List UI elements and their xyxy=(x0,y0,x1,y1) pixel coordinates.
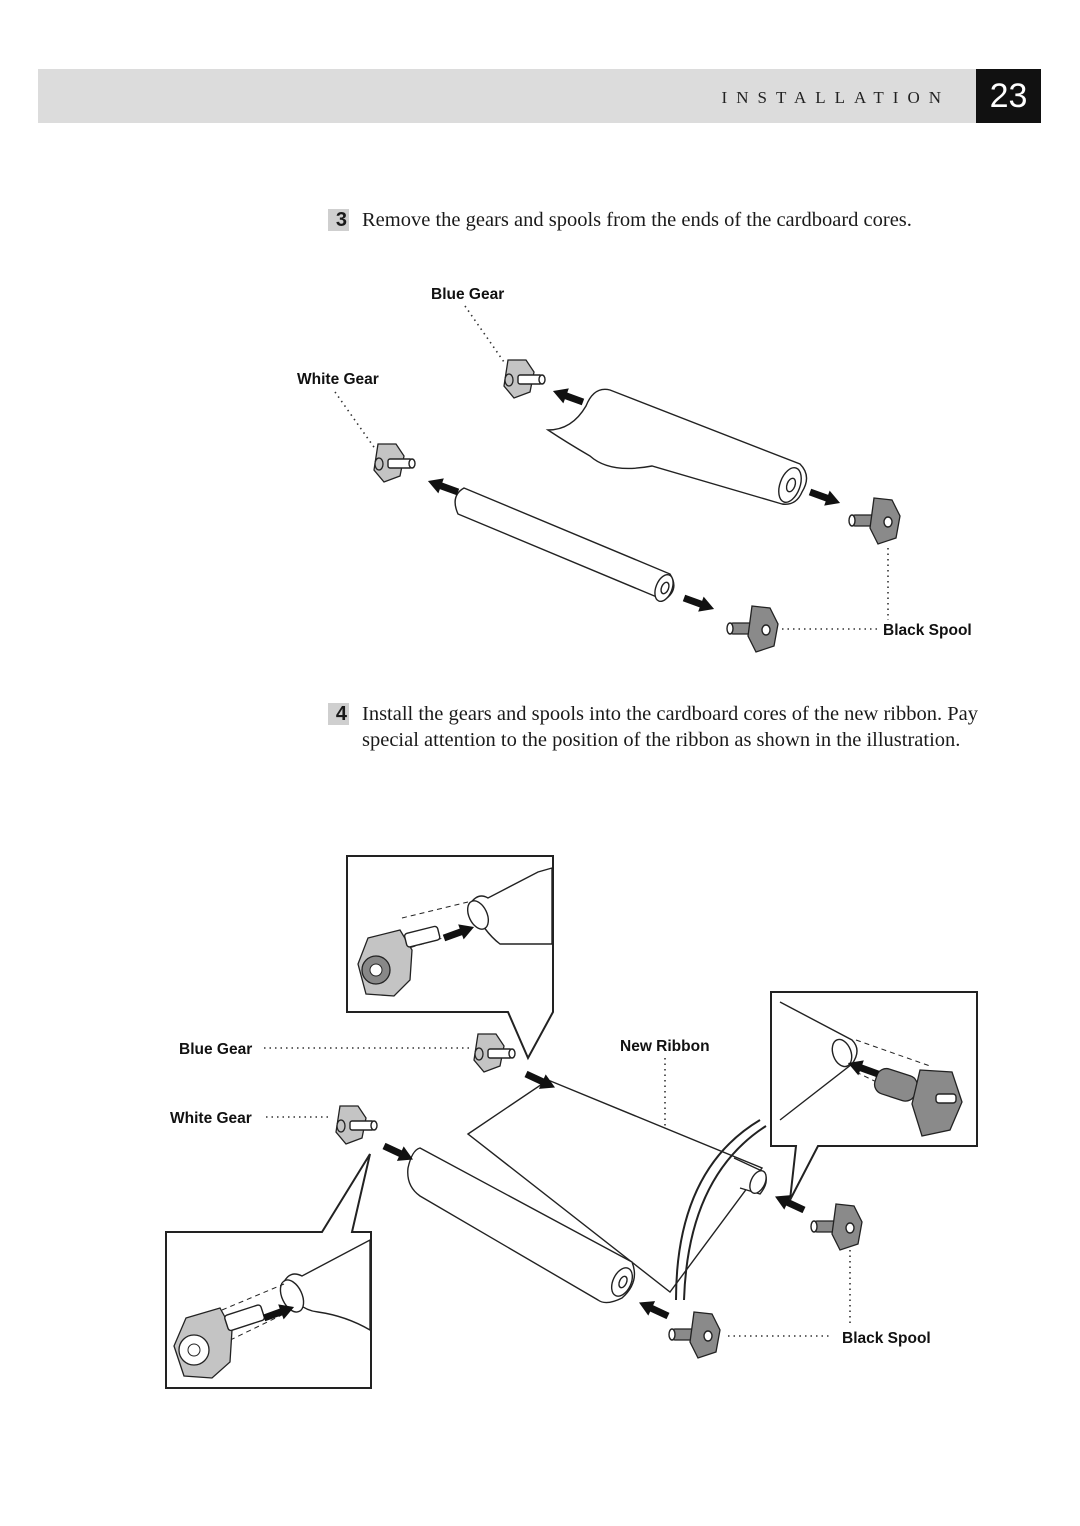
arrow-icon xyxy=(681,590,717,616)
black-spool-icon xyxy=(726,605,779,653)
callout-black-spool-detail xyxy=(770,991,978,1201)
arrow-icon xyxy=(807,484,843,510)
blue-gear-icon xyxy=(503,359,546,399)
step-number: 4 xyxy=(328,703,349,725)
figure-remove-gears: Blue Gear White Gear Black Spool xyxy=(297,286,972,653)
label-new-ribbon: New Ribbon xyxy=(620,1038,710,1055)
step-text: Remove the gears and spools from the end… xyxy=(362,209,912,231)
step-3: 3 Remove the gears and spools from the e… xyxy=(328,207,988,237)
label-black-spool: Black Spool xyxy=(842,1330,931,1347)
step-text: Install the gears and spools into the ca… xyxy=(362,703,978,751)
black-spool-icon xyxy=(848,497,901,545)
label-black-spool: Black Spool xyxy=(883,622,972,639)
callout-white-gear-detail xyxy=(165,1153,372,1389)
new-ribbon xyxy=(407,1079,767,1304)
label-blue-gear: Blue Gear xyxy=(431,286,504,303)
black-spool-icon xyxy=(810,1203,863,1251)
page-number: 23 xyxy=(976,69,1041,123)
label-blue-gear: Blue Gear xyxy=(179,1041,252,1058)
label-white-gear: White Gear xyxy=(297,371,379,388)
label-white-gear: White Gear xyxy=(170,1110,252,1127)
arrow-icon xyxy=(425,474,461,500)
step-number: 3 xyxy=(328,209,349,231)
blue-gear-icon xyxy=(473,1033,516,1073)
black-spool-icon xyxy=(668,1311,721,1359)
empty-core xyxy=(454,487,675,603)
arrow-icon xyxy=(636,1295,672,1323)
header-band xyxy=(38,69,976,123)
arrow-icon xyxy=(550,384,586,410)
white-gear-icon xyxy=(335,1105,378,1145)
white-gear-icon xyxy=(373,443,416,483)
used-ribbon-roll xyxy=(545,388,808,505)
figure-install-gears: Blue Gear White Gear New Ribbon Black Sp… xyxy=(165,855,978,1389)
step-4: 4 Install the gears and spools into the … xyxy=(328,701,988,783)
callout-blue-gear-detail xyxy=(346,855,554,1061)
arrow-icon xyxy=(772,1189,808,1217)
section-title: INSTALLATION xyxy=(721,88,950,107)
